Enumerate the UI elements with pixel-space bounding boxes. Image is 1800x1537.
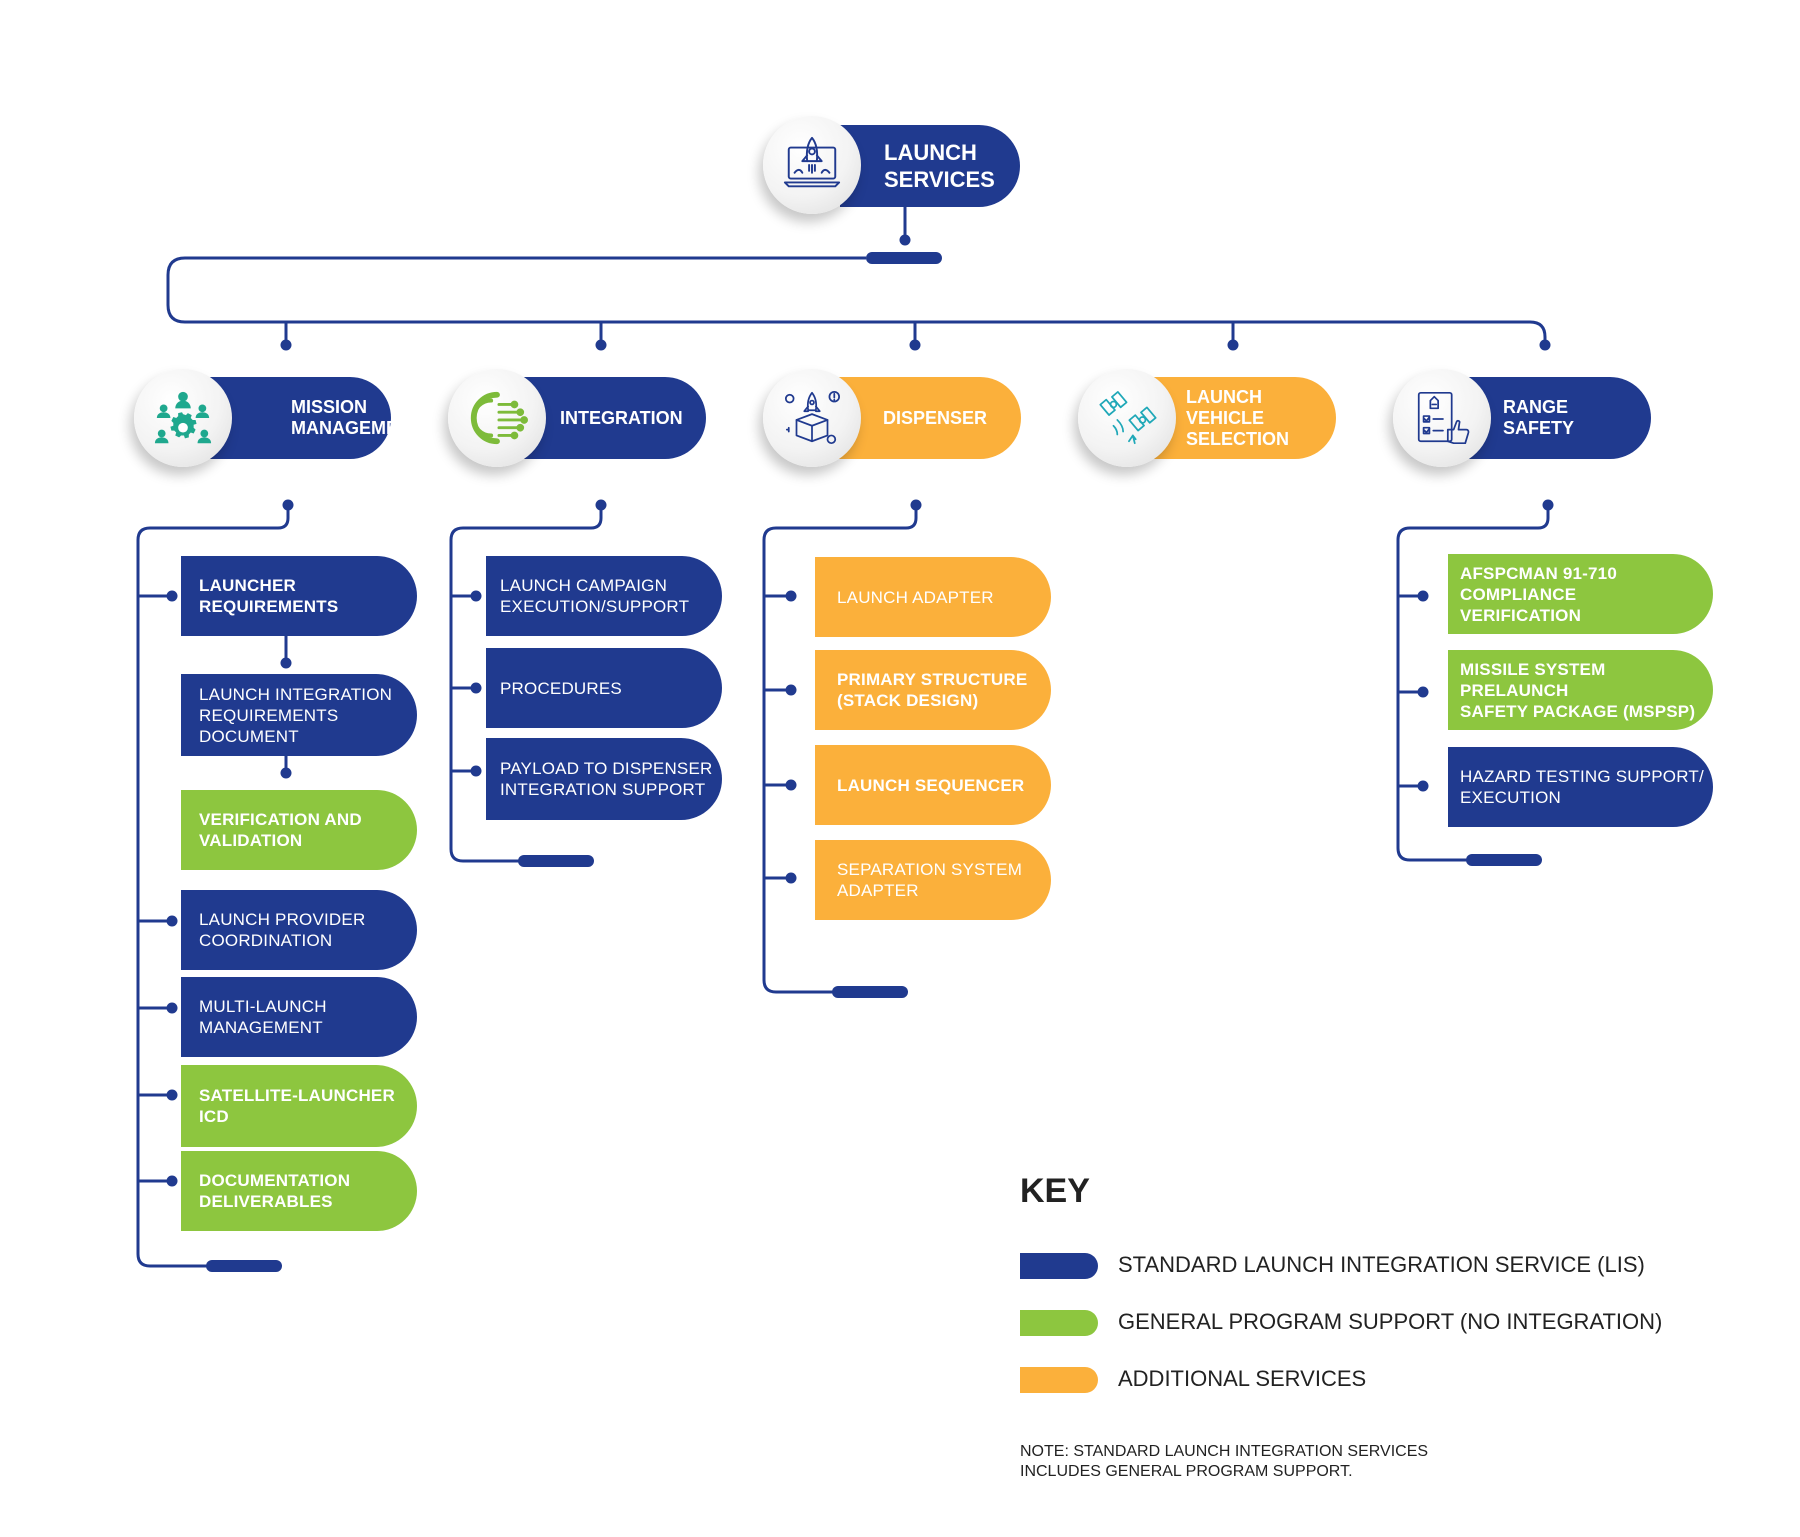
connector-dot: [280, 767, 292, 779]
connector-dot: [595, 499, 607, 511]
connector-dot: [899, 234, 911, 246]
item-label: SATELLITE-LAUNCHER ICD: [199, 1086, 395, 1126]
connector-dot: [166, 1175, 178, 1187]
item-label: PAYLOAD TO DISPENSER INTEGRATION SUPPORT: [500, 759, 713, 799]
connector-dot: [595, 339, 607, 351]
key-swatch-general: [1020, 1310, 1098, 1336]
connector-dot: [166, 590, 178, 602]
category-label: MISSION MANAGEMENT: [291, 397, 422, 438]
root-label: LAUNCH SERVICES: [884, 140, 995, 192]
connector-dot: [470, 765, 482, 777]
item-launch-provider-coordination: LAUNCH PROVIDER COORDINATION: [181, 890, 417, 970]
dispenser-tree: [762, 505, 918, 994]
range-tree: [1396, 505, 1550, 862]
key-swatch-standard: [1020, 1253, 1098, 1279]
connector-dot: [910, 499, 922, 511]
item-label: LAUNCH INTEGRATION REQUIREMENTS DOCUMENT: [199, 684, 393, 746]
integration-tree: [449, 505, 603, 863]
connector-dot: [470, 590, 482, 602]
connector-dot: [1542, 499, 1554, 511]
key-label-standard: STANDARD LAUNCH INTEGRATION SERVICE (LIS…: [1118, 1252, 1645, 1277]
key-label-general: GENERAL PROGRAM SUPPORT (NO INTEGRATION): [1118, 1309, 1663, 1334]
item-documentation-deliverables: DOCUMENTATION DELIVERABLES: [181, 1151, 417, 1231]
category-icon-circle: [134, 369, 232, 467]
connector-dot: [785, 590, 797, 602]
connector-cap-bar: [1466, 854, 1542, 866]
connector-dot: [785, 779, 797, 791]
item-label: MISSILE SYSTEM PRELAUNCH SAFETY PACKAGE …: [1460, 659, 1696, 721]
connector-cap-bar: [866, 252, 942, 264]
item-label: LAUNCH CAMPAIGN EXECUTION/SUPPORT: [500, 576, 690, 616]
footnote: NOTE: STANDARD LAUNCH INTEGRATION SERVIC…: [1020, 1443, 1429, 1480]
connector-dot: [1417, 780, 1429, 792]
item-launcher-requirements: LAUNCHER REQUIREMENTS: [181, 556, 417, 636]
item-label: LAUNCHER REQUIREMENTS: [199, 576, 339, 616]
connector-dot: [166, 1089, 178, 1101]
connector-dot: [1417, 686, 1429, 698]
satellites-icon: [1099, 391, 1157, 445]
item-label: PROCEDURES: [500, 678, 622, 698]
connector-dot: [282, 499, 294, 511]
connector-dot: [909, 339, 921, 351]
rocket-box-icon: [784, 390, 840, 445]
connector-dot: [280, 339, 292, 351]
gears-team-icon: [154, 391, 212, 444]
item-separation-system-adapter: SEPARATION SYSTEM ADAPTER: [815, 840, 1051, 920]
connector-dot: [166, 1002, 178, 1014]
item-label: DOCUMENTATION DELIVERABLES: [199, 1171, 351, 1211]
item-procedures: PROCEDURES: [486, 648, 722, 728]
connector-dot: [785, 872, 797, 884]
item-label: LAUNCH PROVIDER COORDINATION: [199, 910, 366, 950]
connector-dot: [470, 682, 482, 694]
connector-dot: [166, 915, 178, 927]
category-label: RANGE SAFETY: [1503, 397, 1575, 438]
category-icon-circle: [448, 369, 546, 467]
item-multi-launch-management: MULTI-LAUNCH MANAGEMENT: [181, 977, 417, 1057]
category-icon-circle: [1078, 369, 1176, 467]
key-label-additional: ADDITIONAL SERVICES: [1118, 1366, 1367, 1391]
category-label: INTEGRATION: [560, 407, 683, 428]
root-icon-circle: [763, 116, 861, 214]
connector-dot: [280, 657, 292, 669]
item-label: LAUNCH SEQUENCER: [837, 775, 1025, 795]
connector-dot: [1417, 590, 1429, 602]
category-icon-circle: [1393, 369, 1491, 467]
connector-cap-bar: [832, 986, 908, 998]
item-label: MULTI-LAUNCH MANAGEMENT: [199, 997, 327, 1037]
item-launch-sequencer: LAUNCH SEQUENCER: [815, 745, 1051, 825]
item-launch-campaign-execution-support: LAUNCH CAMPAIGN EXECUTION/SUPPORT: [486, 556, 722, 636]
item-mspsp: MISSILE SYSTEM PRELAUNCH SAFETY PACKAGE …: [1448, 650, 1713, 730]
item-label: HAZARD TESTING SUPPORT/ EXECUTION: [1460, 767, 1704, 807]
item-payload-to-dispenser-integration-support: PAYLOAD TO DISPENSER INTEGRATION SUPPORT: [486, 738, 722, 820]
connector-dot: [1539, 339, 1551, 351]
item-afspcman-compliance-verification: AFSPCMAN 91-710 COMPLIANCE VERIFICATION: [1448, 554, 1713, 634]
item-label: LAUNCH ADAPTER: [837, 587, 994, 607]
item-launch-integration-requirements-document: LAUNCH INTEGRATION REQUIREMENTS DOCUMENT: [181, 674, 417, 756]
connector-cap-bar: [206, 1260, 282, 1272]
root-node-launch-services: LAUNCH SERVICES: [840, 125, 1020, 207]
key-title: KEY: [1020, 1172, 1090, 1210]
chip-icon: [470, 391, 528, 445]
main-bus: [166, 256, 1547, 345]
item-label: SEPARATION SYSTEM ADAPTER: [837, 860, 1023, 900]
item-hazard-testing-support: HAZARD TESTING SUPPORT/ EXECUTION: [1448, 747, 1713, 827]
connector-dot: [1227, 339, 1239, 351]
category-label: LAUNCH VEHICLE SELECTION: [1186, 386, 1290, 449]
item-label: AFSPCMAN 91-710 COMPLIANCE VERIFICATION: [1460, 563, 1617, 625]
mission-tree: [136, 505, 290, 1268]
item-label: PRIMARY STRUCTURE (STACK DESIGN): [837, 670, 1028, 710]
rocket-laptop-icon: [783, 136, 841, 188]
item-satellite-launcher-icd: SATELLITE-LAUNCHER ICD: [181, 1065, 417, 1147]
connector-dot: [785, 684, 797, 696]
item-verification-and-validation: VERIFICATION AND VALIDATION: [181, 790, 417, 870]
item-label: VERIFICATION AND VALIDATION: [199, 810, 362, 850]
category-label: DISPENSER: [883, 407, 988, 428]
connector-cap-bar: [518, 855, 594, 867]
category-icon-circle: [763, 369, 861, 467]
checklist-thumbs-icon: [1417, 391, 1470, 445]
key-swatch-additional: [1020, 1367, 1098, 1393]
item-launch-adapter: LAUNCH ADAPTER: [815, 557, 1051, 637]
item-primary-structure: PRIMARY STRUCTURE (STACK DESIGN): [815, 650, 1051, 730]
